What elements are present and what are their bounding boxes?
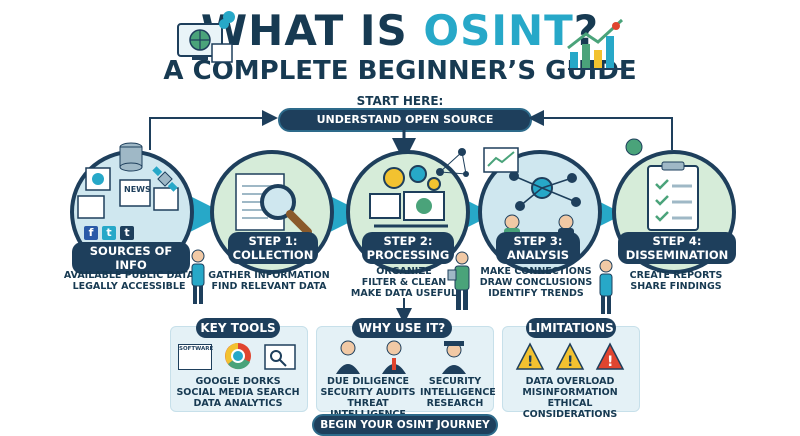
page-title: WHAT IS OSINT? xyxy=(0,6,800,55)
analysis-desc-line: MAKE CONNECTIONS xyxy=(480,266,592,277)
analysis-desc: MAKE CONNECTIONS DRAW CONCLUSIONS IDENTI… xyxy=(470,266,602,299)
analysis-desc-line: DRAW CONCLUSIONS xyxy=(479,277,593,288)
processing-desc-line: MAKE DATA USEFUL xyxy=(350,288,458,299)
search-window-icon xyxy=(264,344,296,370)
processing-desc-line: ORGANIZE xyxy=(376,266,432,277)
software-icon: SOFTWARE xyxy=(178,344,213,370)
title-highlight: OSINT xyxy=(423,6,574,55)
chat-bubble-icon xyxy=(625,138,643,156)
collection-label: STEP 1: COLLECTION xyxy=(228,232,318,264)
collection-step-number: STEP 1: xyxy=(248,234,298,248)
limitations-title: LIMITATIONS xyxy=(526,318,616,338)
svg-text:!: ! xyxy=(567,354,573,370)
processing-label: STEP 2: PROCESSING xyxy=(362,232,454,264)
dissemination-step-name: DISSEMINATION xyxy=(625,248,729,262)
limitation-item: DATA OVERLOAD xyxy=(525,376,615,387)
collection-desc-line: GATHER INFORMATION xyxy=(208,270,330,281)
page-subtitle: A COMPLETE BEGINNER’S GUIDE xyxy=(163,56,637,86)
satellite-icon xyxy=(152,166,178,192)
twitter-icon: t xyxy=(102,226,116,240)
sources-desc: AVAILABLE PUBLIC DATA LEGALLY ACCESSIBLE xyxy=(50,270,208,292)
title-prefix: WHAT IS xyxy=(200,6,424,55)
start-here-label: START HERE: xyxy=(356,94,444,108)
collection-step-name: COLLECTION xyxy=(232,248,314,262)
chart-board-icon xyxy=(483,147,519,173)
why-use-item: SECURITY xyxy=(428,376,482,387)
key-tools-title: KEY TOOLS xyxy=(196,318,280,338)
tumblr-icon: t xyxy=(120,226,134,240)
why-use-item: INTELLIGENCE xyxy=(420,387,496,398)
limitation-item: ETHICAL CONSIDERATIONS xyxy=(522,398,618,420)
analysis-label: STEP 3: ANALYSIS xyxy=(496,232,580,264)
why-use-title: WHY USE IT? xyxy=(352,318,452,338)
svg-text:!: ! xyxy=(527,354,533,370)
sources-desc-line: AVAILABLE PUBLIC DATA xyxy=(63,270,195,281)
chart-growth-icon xyxy=(567,18,630,70)
analysis-step-name: ANALYSIS xyxy=(506,248,570,262)
loop-arrow-right xyxy=(528,110,673,150)
lightbulb-icon xyxy=(223,11,235,23)
why-use-right-list: SECURITY INTELLIGENCE RESEARCH xyxy=(420,376,496,409)
facebook-icon: f xyxy=(84,226,98,240)
person-pointing-icon xyxy=(191,249,205,304)
dissemination-step-number: STEP 4: xyxy=(652,234,702,248)
collection-desc: GATHER INFORMATION FIND RELEVANT DATA xyxy=(202,270,336,292)
people-icons xyxy=(336,340,466,374)
why-use-item: RESEARCH xyxy=(426,398,484,409)
collection-desc-line: FIND RELEVANT DATA xyxy=(211,281,327,292)
analysis-desc-line: IDENTIFY TRENDS xyxy=(488,288,584,299)
warning-icons: ! ! ! xyxy=(515,342,625,370)
key-tool-item: GOOGLE DORKS xyxy=(195,376,281,387)
sources-label: SOURCES OF INFO xyxy=(72,242,190,274)
loop-arrow-left xyxy=(149,110,278,150)
network-nodes-icon xyxy=(436,148,469,177)
dissemination-label: STEP 4: DISSEMINATION xyxy=(618,232,736,264)
limitation-item: MISINFORMATION xyxy=(522,387,618,398)
why-use-item: DUE DILIGENCE xyxy=(326,376,410,387)
person-phone-icon xyxy=(599,259,613,314)
person-tablet-icon xyxy=(447,251,470,310)
svg-text:!: ! xyxy=(607,354,613,370)
clipboard-report-icon xyxy=(647,161,699,231)
dissemination-desc: CREATE REPORTS SHARE FINDINGS xyxy=(618,270,734,292)
key-tools-list: GOOGLE DORKS SOCIAL MEDIA SEARCH DATA AN… xyxy=(170,376,306,409)
processing-step-name: PROCESSING xyxy=(366,248,450,262)
sources-desc-line: LEGALLY ACCESSIBLE xyxy=(72,281,186,292)
processing-desc-line: FILTER & CLEAN xyxy=(361,277,447,288)
limitations-list: DATA OVERLOAD MISINFORMATION ETHICAL CON… xyxy=(502,376,638,420)
processing-step-number: STEP 2: xyxy=(383,234,433,248)
chrome-icon xyxy=(225,343,251,370)
magnifier-icon xyxy=(235,173,312,236)
news-icon-text: NEWS xyxy=(124,185,151,194)
key-tool-item: SOCIAL MEDIA SEARCH xyxy=(176,387,300,398)
monitor-globe-icon xyxy=(177,19,233,63)
key-tool-item: DATA ANALYTICS xyxy=(193,398,283,409)
analysis-step-number: STEP 3: xyxy=(513,234,563,248)
dissemination-desc-line: CREATE REPORTS xyxy=(629,270,723,281)
footer-banner: BEGIN YOUR OSINT JOURNEY xyxy=(312,414,498,436)
gears-computer-icon xyxy=(369,165,448,228)
processing-desc: ORGANIZE FILTER & CLEAN MAKE DATA USEFUL xyxy=(338,266,470,299)
why-use-item: SECURITY AUDITS xyxy=(320,387,416,398)
dissemination-desc-line: SHARE FINDINGS xyxy=(630,281,722,292)
database-icon xyxy=(119,142,143,172)
